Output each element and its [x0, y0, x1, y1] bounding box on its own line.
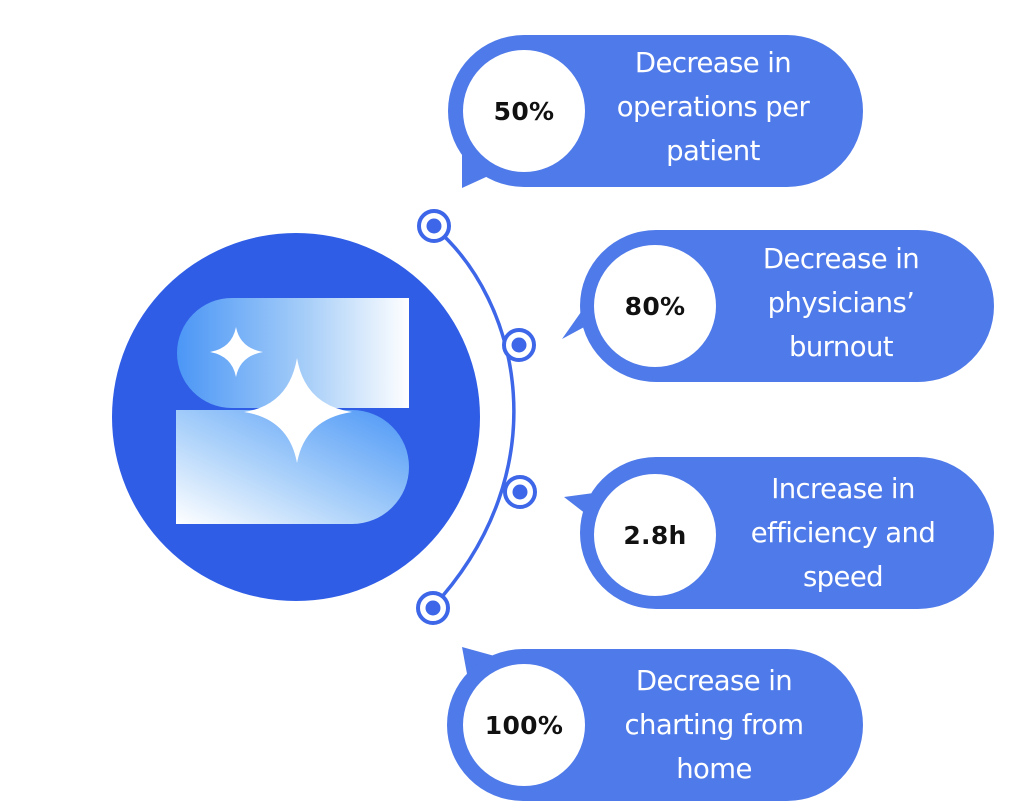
stat-value: 80% [594, 245, 716, 367]
stat-label-line: Increase in [771, 473, 915, 505]
logo-top-block [177, 298, 409, 408]
logo [112, 233, 480, 601]
stat-label-line: Decrease in [762, 243, 920, 275]
sparkle-small-icon [210, 327, 263, 377]
timeline-arc [430, 225, 516, 610]
stat-value: 100% [463, 664, 585, 786]
stat-value: 2.8h [594, 474, 716, 596]
arc-node [503, 475, 537, 509]
sparkle-large-icon [244, 358, 352, 463]
stat-label-line: patient [666, 135, 760, 167]
logo-bottom-block [176, 410, 409, 524]
stat-label-line: home [676, 753, 752, 785]
arc-node [417, 209, 451, 243]
stat-value: 50% [463, 50, 585, 172]
arc-node [416, 591, 450, 625]
stat-label-line: Decrease in [634, 47, 792, 79]
stat-label-line: efficiency and [750, 517, 936, 549]
arc-node [502, 328, 536, 362]
stat-label-line: operations per [616, 91, 810, 123]
stat-label: Decrease in operations per patient [593, 41, 833, 173]
stat-label: Increase in efficiency and speed [723, 467, 963, 599]
stat-label-line: burnout [789, 331, 894, 363]
stat-label: Decrease in charting from home [594, 659, 834, 791]
stat-label-line: charting from [624, 709, 805, 741]
stat-label: Decrease in physicians’ burnout [721, 237, 961, 369]
stat-label-line: Decrease in [635, 665, 793, 697]
stat-label-line: physicians’ [767, 287, 915, 319]
stat-label-line: speed [802, 561, 884, 593]
